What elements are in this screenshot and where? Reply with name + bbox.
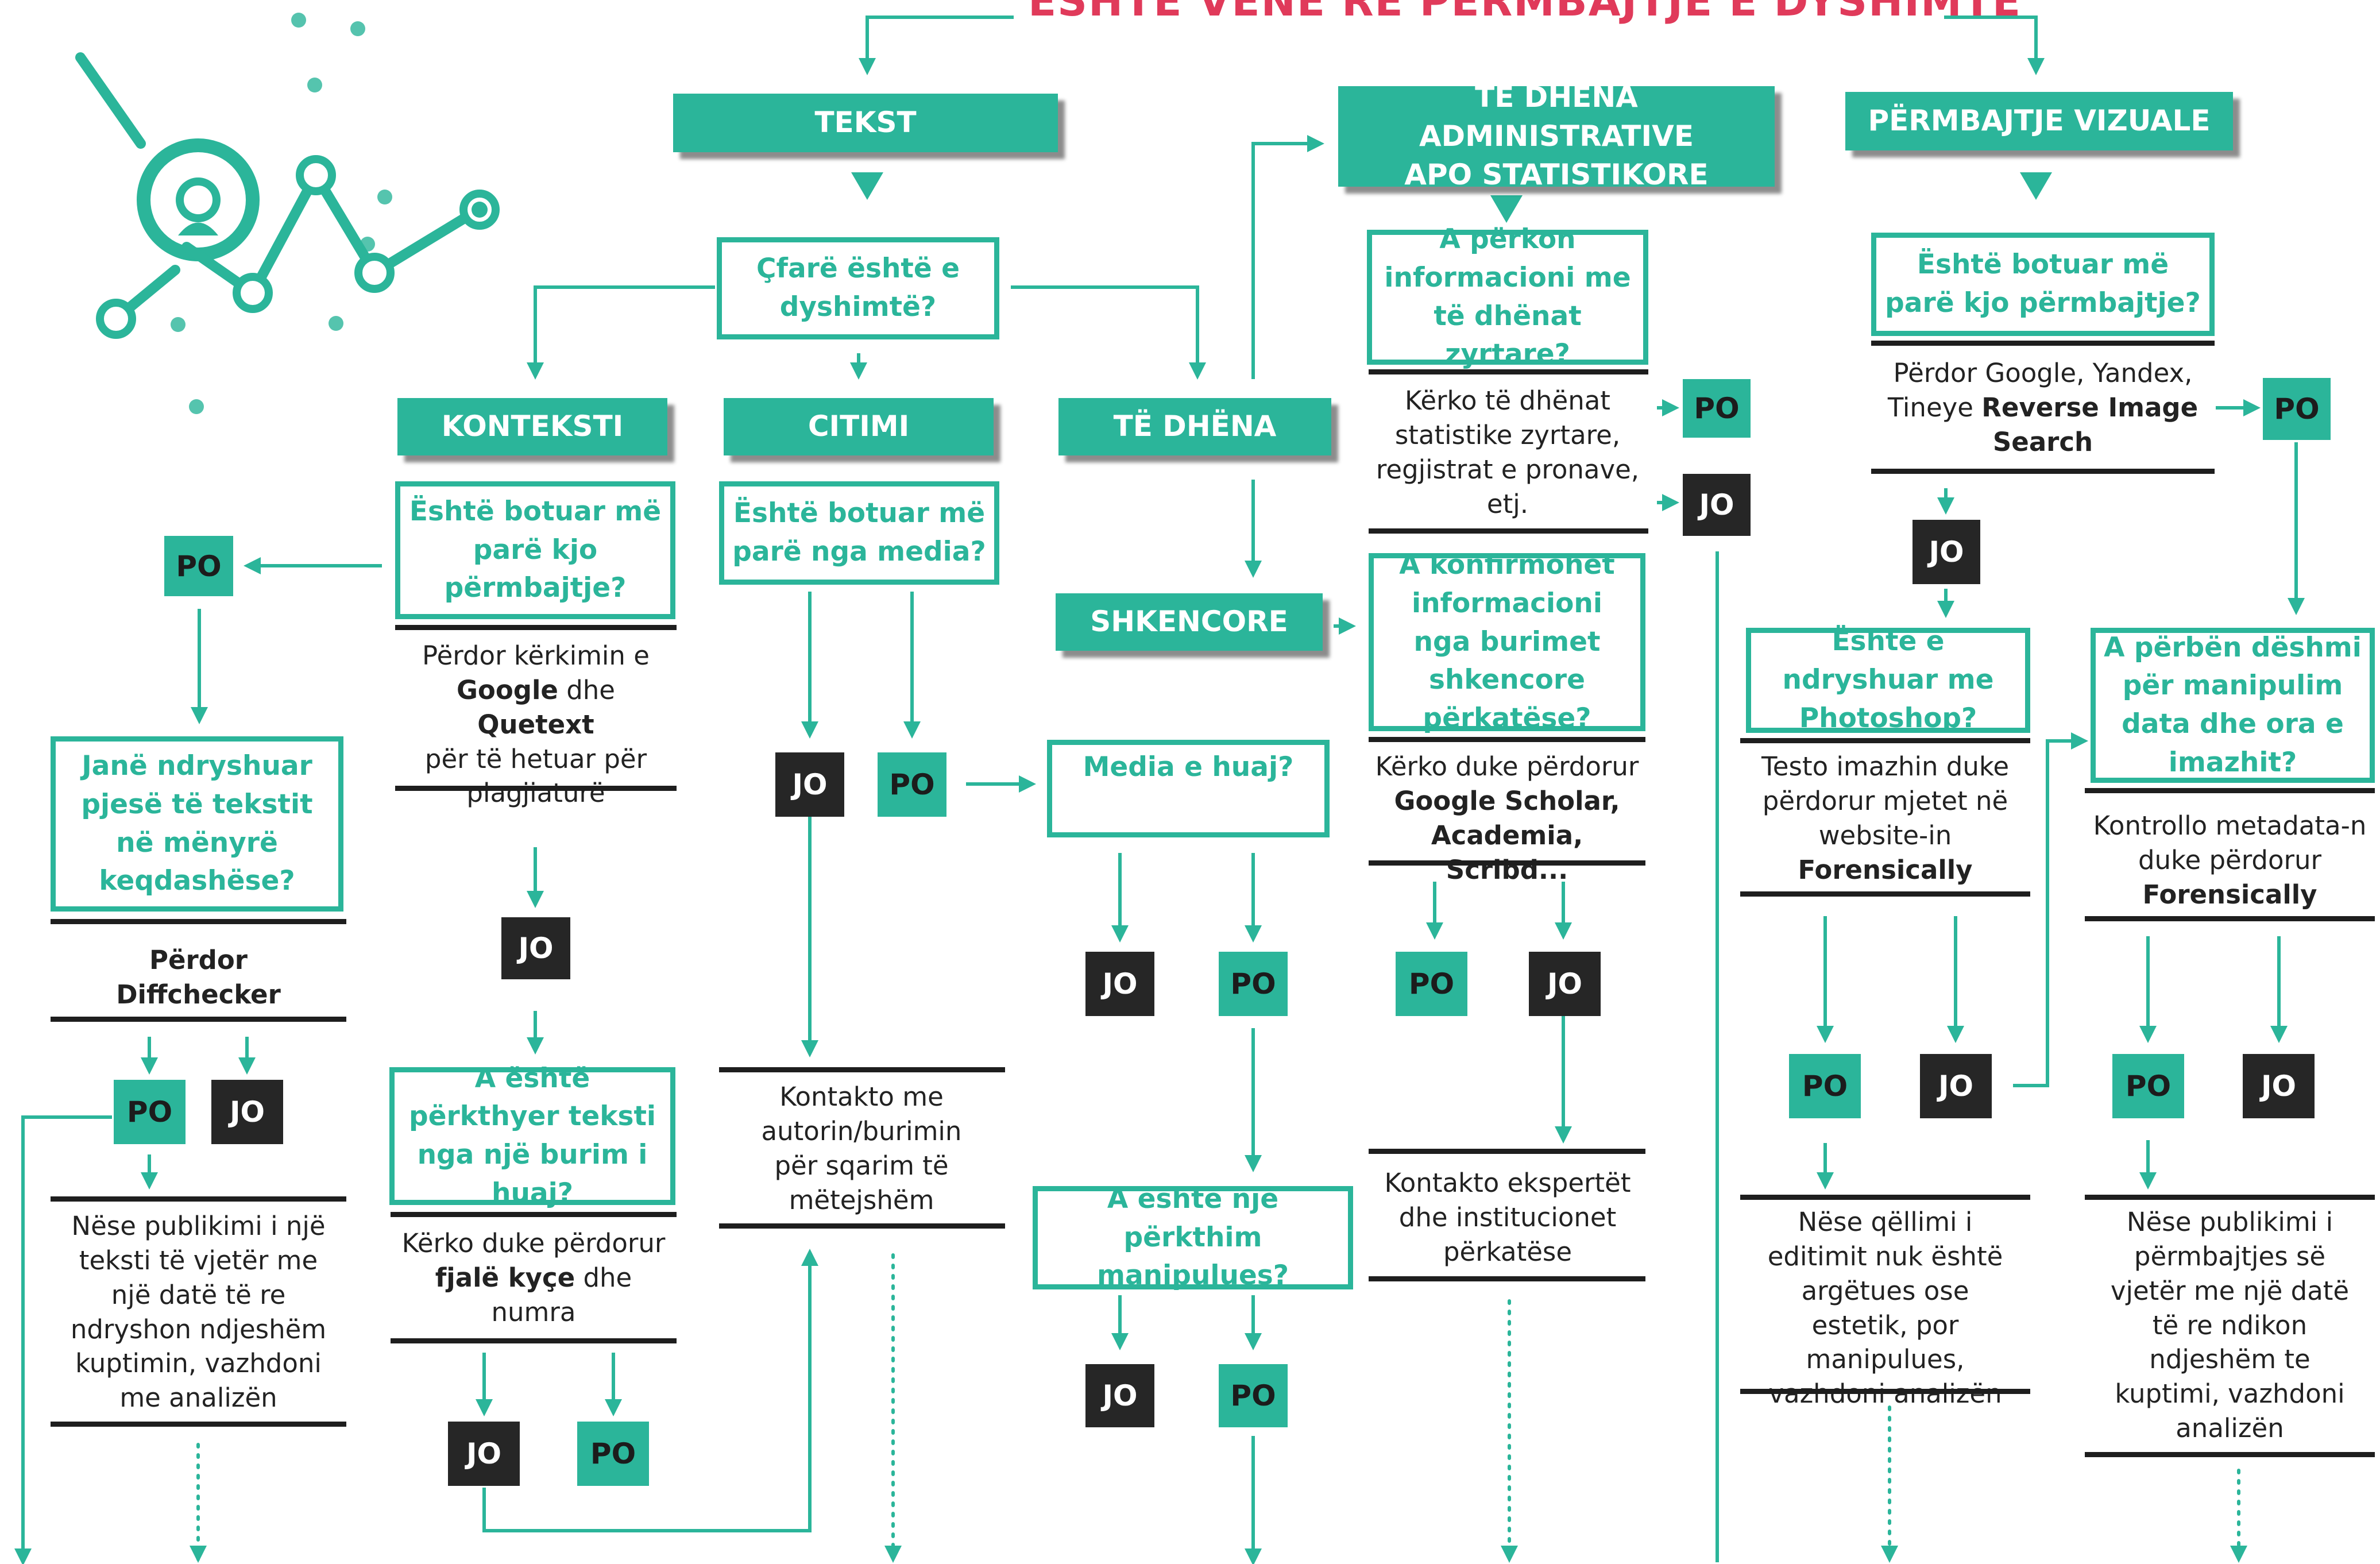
action-kontakto-ekspertet: Kontakto ekspertët dhe institucionet për… [1384, 1168, 1631, 1267]
question-konfirmohet: A konfirmohet informacioni nga burimet s… [1369, 549, 1645, 734]
answer-jo: JO [1085, 952, 1154, 1016]
question-botuar-kontekst: Është botuar më parë kjo përmbajtje? [395, 481, 675, 619]
answer-po: PO [164, 536, 233, 596]
action-fjale-kyce: Kërko duke përdorur fjalë kyçe dhe numra [401, 1228, 666, 1327]
question-ndryshuar-tekst: Janë ndryshuar pjesë të tekstit në mënyr… [51, 736, 343, 912]
divider [1369, 1149, 1645, 1154]
divider [2085, 916, 2375, 921]
answer-po: PO [2263, 378, 2331, 440]
answer-po: PO [1396, 952, 1467, 1016]
header-tekst: TEKST [673, 94, 1058, 152]
question-media-huaj: Media e huaj? [1047, 740, 1330, 837]
answer-jo: JO [448, 1422, 520, 1486]
answer-jo: JO [1920, 1054, 1992, 1118]
divider [51, 1422, 346, 1427]
answer-jo: JO [501, 917, 570, 979]
action-reverse-image: Përdor Google, Yandex, Tineye Reverse Im… [1887, 358, 2199, 457]
outcome-nese-tekst: Nëse publikimi i një teksti të vjetër me… [70, 1211, 327, 1414]
divider [51, 1017, 346, 1022]
answer-jo: JO [1529, 952, 1601, 1016]
answer-jo: JO [2243, 1054, 2315, 1118]
answer-jo: JO [775, 752, 844, 817]
answer-po: PO [1683, 379, 1751, 438]
action-testo: Testo imazhin duke përdorur mjetet në we… [1761, 751, 2010, 885]
divider [1369, 528, 1648, 534]
divider [1740, 1389, 2030, 1394]
header-admin: TË DHËNA ADMINISTRATIVE APO STATISTIKORE [1338, 80, 1775, 191]
action-statistike: Kërko të dhënat statistike zyrtare, regj… [1376, 385, 1640, 519]
answer-po: PO [1219, 1364, 1288, 1427]
divider [1871, 469, 2215, 474]
divider [1740, 1195, 2030, 1200]
divider [395, 625, 677, 630]
question-photoshop: Është e ndryshuar me Photoshop? [1746, 625, 2030, 734]
divider [2085, 1452, 2375, 1457]
answer-jo: JO [1912, 520, 1980, 584]
answer-jo: JO [1683, 474, 1751, 536]
question-perkon: A përkon informacioni me të dhënat zyrta… [1367, 223, 1648, 370]
header-konteksti: KONTEKSTI [397, 398, 667, 455]
divider [391, 1338, 677, 1343]
answer-jo: JO [1085, 1364, 1154, 1427]
question-cfare: Çfarë është e dyshimtë? [717, 237, 999, 339]
outcome-nese-permbajtje: Nëse publikimi i përmbajtjes së vjetër m… [2110, 1207, 2350, 1444]
question-botuar-media: Është botuar më parë nga media? [719, 481, 999, 585]
header-vizuale: PËRMBAJTJE VIZUALE [1845, 92, 2233, 150]
header-citimi: CITIMI [724, 398, 994, 455]
divider [391, 1212, 677, 1217]
divider [51, 1196, 346, 1202]
answer-jo: JO [211, 1080, 283, 1144]
answer-po: PO [1219, 952, 1288, 1016]
answer-po: PO [114, 1080, 186, 1144]
divider [1740, 738, 2030, 743]
divider [719, 1067, 1005, 1072]
outcome-nese-editim: Nëse qëllimi i editimit nuk është argëtu… [1767, 1207, 2003, 1409]
question-deshmi: A përbën dëshmi për manipulim data dhe o… [2091, 628, 2375, 783]
header-shkencore: SHKENCORE [1056, 593, 1323, 651]
answer-po: PO [2112, 1054, 2184, 1118]
answer-po: PO [878, 752, 946, 817]
divider [2085, 1195, 2375, 1200]
answer-po: PO [1789, 1054, 1861, 1118]
answer-po: PO [577, 1422, 649, 1486]
header-te-dhena: TË DHËNA [1058, 398, 1331, 455]
divider [51, 919, 346, 924]
question-botuar-vizual: Është botuar më parë kjo përmbajtje? [1871, 233, 2215, 336]
divider [1369, 737, 1645, 742]
divider [2085, 788, 2375, 793]
question-perkthim-manip: A është një përkthim manipulues? [1033, 1183, 1353, 1291]
question-perkthyer: A është përkthyer teksti nga një burim i… [389, 1063, 675, 1209]
divider [1369, 860, 1645, 866]
chart-title: ËSHTË VËNË RE PËRMBAJTJE E DYSHIMTË [1028, 0, 2022, 25]
divider [1369, 1276, 1645, 1281]
divider [1740, 891, 2030, 897]
magnifier-chart-icon [75, 13, 500, 414]
divider [395, 786, 677, 791]
divider [1369, 369, 1648, 374]
divider [719, 1223, 1005, 1229]
divider [1871, 341, 2215, 346]
action-kontakto-autorin: Kontakto me autorin/burimin për sqarim t… [761, 1082, 962, 1215]
